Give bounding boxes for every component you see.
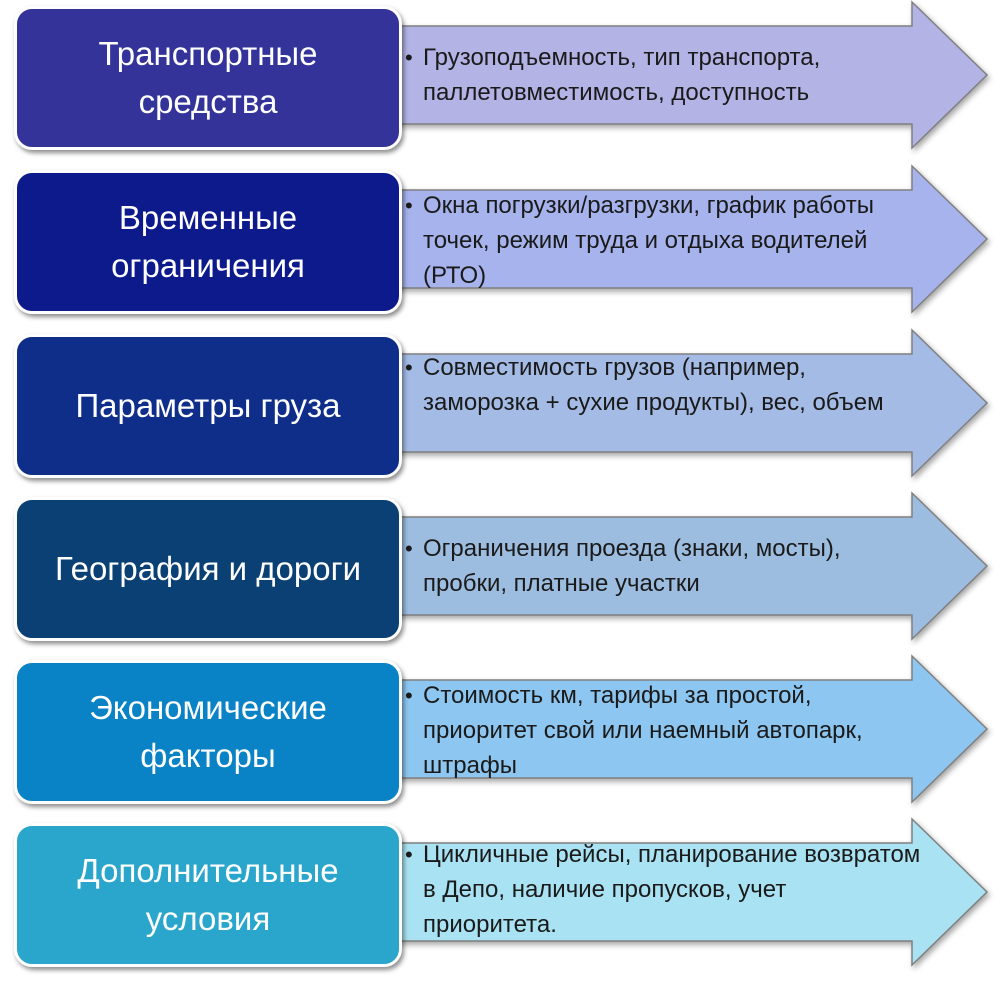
arrow-shape — [394, 328, 990, 478]
arrow-shape — [394, 817, 990, 967]
factor-row-geography: География и дороги • Ограничения проезда… — [0, 491, 997, 641]
bullet-icon: • — [405, 536, 413, 561]
factor-box: Временные ограничения — [14, 170, 402, 314]
factor-description: • Совместимость грузов (например, заморо… — [405, 350, 925, 420]
bullet-icon: • — [405, 842, 413, 867]
factor-box: Параметры груза — [14, 334, 402, 478]
factor-title: Транспортные средства — [98, 35, 318, 120]
factor-box: Транспортные средства — [14, 6, 402, 150]
arrow-path — [394, 817, 989, 967]
factor-row-vehicles: Транспортные средства • Грузоподъемность… — [0, 0, 997, 150]
factor-row-cargo: Параметры груза • Совместимость грузов (… — [0, 328, 997, 478]
arrow-path — [394, 328, 989, 478]
arrow-shape — [394, 491, 990, 641]
factor-description: • Ограничения проезда (знаки, мосты), пр… — [405, 531, 925, 601]
arrow-path — [394, 491, 989, 641]
bullet-icon: • — [405, 193, 413, 218]
factor-title: Параметры груза — [75, 387, 341, 424]
factor-description-text: Стоимость км, тарифы за простой, приорит… — [423, 682, 863, 779]
arrow-path — [394, 0, 989, 150]
bullet-icon: • — [405, 355, 413, 380]
factor-description: • Стоимость км, тарифы за простой, приор… — [405, 678, 925, 783]
factor-description-text: Окна погрузки/разгрузки, график работы т… — [423, 192, 874, 289]
factor-box: География и дороги — [14, 497, 402, 641]
factor-box: Дополнительные условия — [14, 823, 402, 967]
factor-title: Экономические факторы — [89, 689, 327, 774]
factor-title: Временные ограничения — [111, 199, 305, 284]
factor-description: • Грузоподъемность, тип транспорта, палл… — [405, 40, 925, 110]
factor-description-text: Совместимость грузов (например, заморозк… — [423, 354, 884, 416]
factor-description: • Цикличные рейсы, планирование возврато… — [405, 837, 925, 942]
factor-description-text: Ограничения проезда (знаки, мосты), проб… — [423, 535, 841, 597]
factor-row-additional: Дополнительные условия • Цикличные рейсы… — [0, 817, 997, 967]
factor-description-text: Цикличные рейсы, планирование возвратом … — [423, 841, 921, 938]
arrow-path — [394, 164, 989, 314]
arrow-shape — [394, 654, 990, 804]
bullet-icon: • — [405, 683, 413, 708]
factor-row-time: Временные ограничения • Окна погрузки/ра… — [0, 164, 997, 314]
factor-title: География и дороги — [54, 550, 362, 587]
arrow-shape — [394, 164, 990, 314]
arrow-path — [394, 654, 989, 804]
factor-box: Экономические факторы — [14, 660, 402, 804]
factor-row-economics: Экономические факторы • Стоимость км, та… — [0, 654, 997, 804]
bullet-icon: • — [405, 45, 413, 70]
factor-title: Дополнительные условия — [77, 852, 339, 937]
arrow-shape — [394, 0, 990, 150]
factor-description: • Окна погрузки/разгрузки, график работы… — [405, 188, 925, 293]
factor-description-text: Грузоподъемность, тип транспорта, паллет… — [423, 44, 821, 106]
